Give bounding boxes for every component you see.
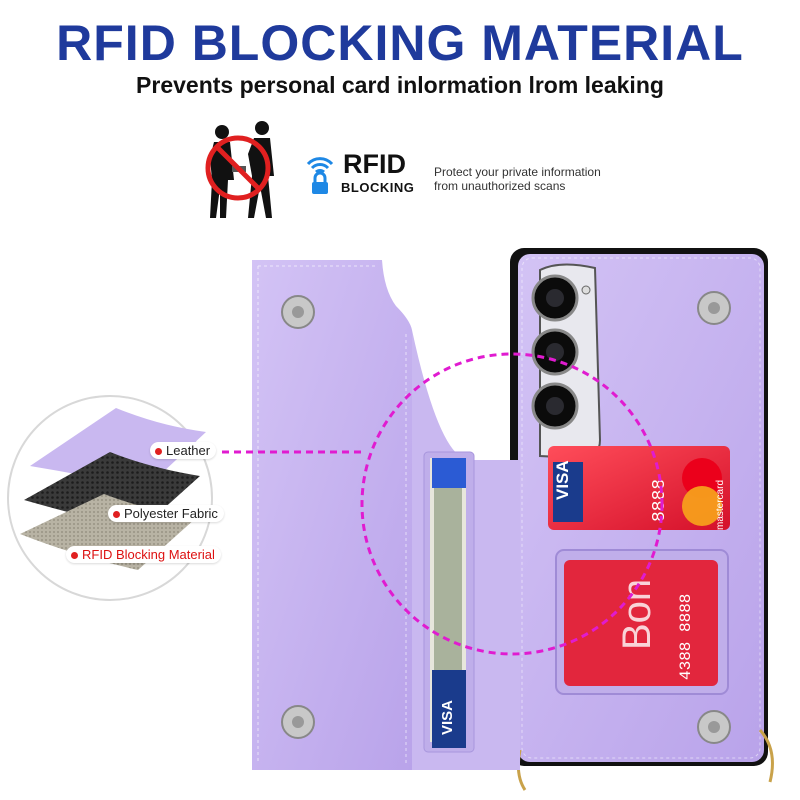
protect-line-2: from unauthorized scans (434, 179, 566, 193)
rfid-badge-title: RFID (343, 149, 406, 179)
skimming-prohibited-icon (205, 121, 274, 218)
rfid-badge-subtitle: BLOCKING (341, 180, 415, 195)
page-subtitle: Prevents personal card inlormation lrom … (136, 72, 664, 98)
layer-label-rfid-blocking-material: RFID Blocking Material (66, 546, 221, 563)
material-layers-inset (7, 395, 213, 601)
page-title: RFID BLOCKING MATERIAL (56, 15, 744, 71)
svg-text:4388 8888: 4388 8888 (677, 594, 695, 680)
svg-text:VISA: VISA (553, 460, 572, 500)
svg-text:8888: 8888 (650, 479, 670, 522)
protect-line-1: Protect your private information (434, 165, 601, 179)
case-card-flap (252, 260, 412, 770)
case-back-with-phone: VISA 8888 mastercard Bon 4388 8888 (510, 248, 774, 791)
case-cash-slot: VISA (412, 330, 520, 770)
protect-caption: Protect your private information from un… (434, 165, 601, 193)
layer-label-leather: Leather (150, 442, 217, 459)
rfid-lock-icon (306, 157, 334, 194)
layer-label-polyester-fabric: Polyester Fabric (108, 505, 224, 522)
svg-text:VISA: VISA (439, 700, 456, 735)
product-photo: VISA 8888 mastercard Bon 4388 8888 VISA (7, 248, 774, 791)
svg-text:mastercard: mastercard (715, 480, 726, 530)
svg-text:Bon: Bon (615, 579, 659, 650)
